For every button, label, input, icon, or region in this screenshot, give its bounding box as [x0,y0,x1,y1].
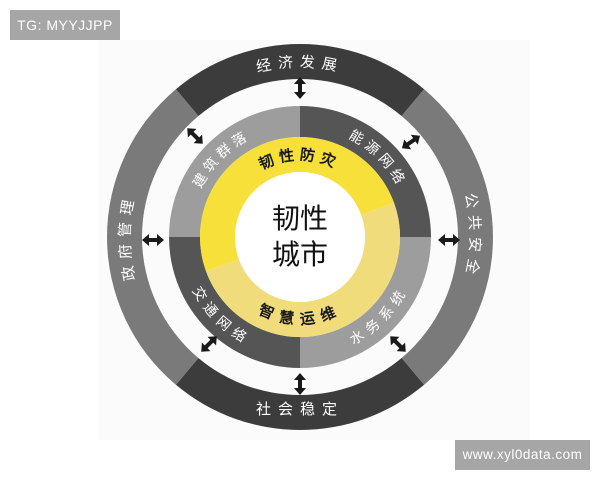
middle-segment-buildings [169,106,300,237]
center-title-line2: 城市 [272,238,328,271]
double-arrow-icon [294,77,306,99]
outer-segment-economy [175,44,425,116]
double-arrow-icon [438,234,460,246]
middle-segment-energy [300,106,431,237]
outer-ring: 经济发展 公共安全 社会稳定 政府管理 [107,44,493,430]
double-arrow-icon [385,331,411,357]
middle-segment-water [300,237,431,368]
inner-segment-smart-ops [206,202,401,338]
watermark-url: www.xyl0data.com [455,440,590,470]
inner-segment-disaster-prevention [199,136,394,272]
outer-segment-government [107,89,199,385]
label-social-stability: 社会稳定 [256,400,344,418]
watermark-tg: TG: MYYJJPP [10,10,120,40]
center-circle [235,172,365,302]
double-arrow-icon [182,123,208,149]
double-arrow-icon [142,234,164,246]
double-arrow-icon [398,130,424,154]
inner-ring: 韧性防灾 智慧运维 [199,136,401,338]
outer-segment-social-stability [175,358,425,430]
label-economy: 经济发展 [255,53,346,76]
middle-segment-transport [169,237,300,368]
label-public-safety: 公共安全 [461,192,484,283]
outer-segment-public-safety [401,89,493,385]
double-arrow-icon [294,373,306,395]
center-title-line1: 韧性 [272,202,328,235]
